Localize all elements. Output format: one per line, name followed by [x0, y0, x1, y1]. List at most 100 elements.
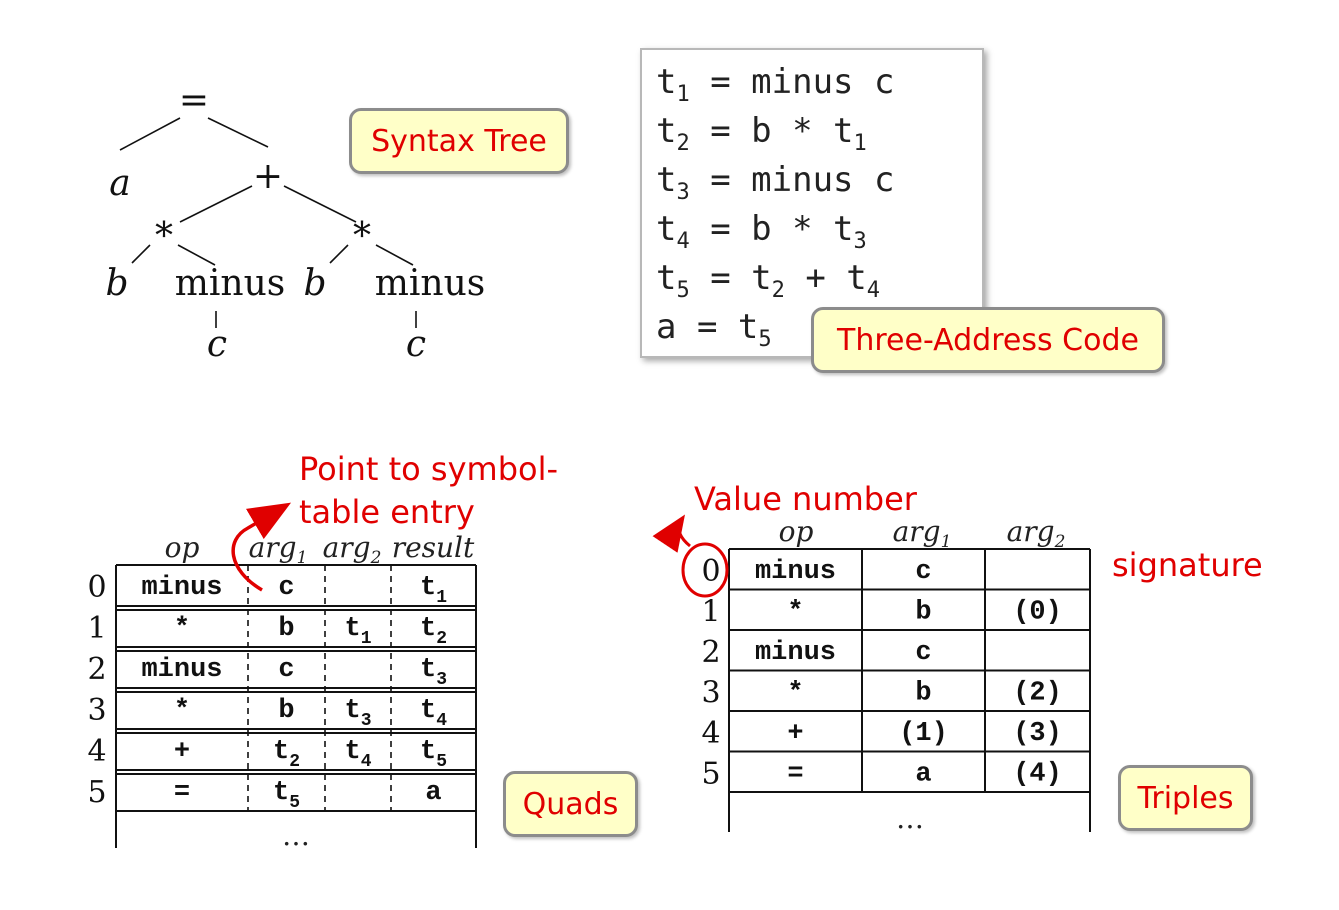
edge-star2-b	[329, 244, 349, 264]
quads-cell-result: t2	[420, 614, 447, 649]
tac-line: t4 = b * t3	[656, 209, 867, 254]
triples-header-op: op	[779, 515, 814, 548]
triples-cell-op: +	[787, 719, 803, 749]
tree-node-minus2: minus	[375, 263, 486, 304]
triples-grid	[728, 548, 1091, 832]
tree-leaf-c1: c	[207, 324, 227, 365]
symbol-table-arrow	[231, 502, 292, 592]
quads-cell-arg1: t2	[273, 737, 300, 772]
quads-cell-arg1: c	[278, 655, 294, 685]
quads-row-number: 2	[87, 652, 106, 687]
edge-star1-minus	[177, 244, 216, 266]
quads-header-op: op	[165, 531, 200, 564]
triples-header-arg1: arg1	[893, 515, 952, 552]
value-number-arrow	[652, 514, 691, 553]
quads-cell-result: a	[425, 778, 441, 808]
triples-row-number: 2	[701, 635, 720, 670]
syntax-tree-label: Syntax Tree	[349, 108, 569, 174]
quads-cell-op: =	[174, 778, 190, 808]
triples-cell-arg1: b	[915, 679, 931, 709]
quads-header-result: result	[392, 531, 475, 564]
quads-row-number: 5	[87, 775, 106, 810]
edge-plus-star1	[179, 185, 253, 223]
quads-row-number: 3	[87, 693, 106, 728]
quads-cell-result: t3	[420, 655, 447, 690]
triples-row-number: 5	[701, 757, 720, 792]
quads-cell-result: t1	[420, 573, 447, 608]
triples-row-number: 4	[701, 716, 720, 751]
quads-label: Quads	[503, 771, 638, 837]
triples-ellipsis: …	[896, 802, 924, 835]
quads-cell-op: *	[174, 696, 190, 726]
tac-line: t3 = minus c	[656, 160, 895, 205]
quads-cell-op: *	[174, 614, 190, 644]
quads-cell-op: +	[174, 737, 190, 767]
triples-cell-arg1: a	[915, 760, 931, 790]
tree-node-plus: +	[253, 156, 283, 197]
tac-line: t5 = t2 + t4	[656, 258, 881, 303]
value-number-note: Value number	[694, 480, 917, 518]
quads-cell-arg2: t3	[344, 696, 371, 731]
quads-row-number: 0	[87, 570, 106, 605]
triples-row-number: 0	[701, 554, 720, 589]
quads-header-arg1: arg1	[249, 531, 308, 568]
quads-cell-result: t5	[420, 737, 447, 772]
symbol-table-note-line1: Point to symbol-	[299, 450, 559, 488]
triples-cell-arg2: (0)	[1013, 598, 1062, 628]
quads-cell-arg2: t4	[344, 737, 371, 772]
symbol-table-note: Point to symbol- table entry	[299, 448, 558, 534]
triples-cell-op: minus	[755, 557, 836, 587]
quads-cell-op: minus	[141, 573, 222, 603]
tac-line: a = t5	[656, 307, 772, 352]
quads-cell-arg1: b	[278, 614, 294, 644]
quads-header-arg2: arg2	[323, 531, 382, 568]
triples-header-arg2: arg2	[1007, 515, 1066, 552]
triples-cell-arg1: b	[915, 598, 931, 628]
syntax-tree: = a + * * b minus b minus c c	[105, 80, 486, 365]
quads-cell-arg2: t1	[344, 614, 371, 649]
quads-grid	[115, 564, 477, 848]
triples-cell-arg1: (1)	[899, 719, 948, 749]
tree-leaf-c2: c	[406, 324, 426, 365]
symbol-table-note-line2: table entry	[299, 493, 475, 532]
tree-edges	[119, 117, 417, 328]
edge-eq-plus	[207, 117, 269, 148]
edge-star1-b	[131, 244, 151, 264]
triples-cells: 0 minus c 1 * b (0) 2 minus c 3 * b (2) 4 + (1) (3) 5 = a (4)	[701, 554, 1061, 792]
triples-cell-arg2: (2)	[1013, 679, 1062, 709]
tree-leaf-b1: b	[105, 263, 128, 304]
triples-cell-op: =	[787, 760, 803, 790]
tree-node-star2: *	[353, 216, 371, 257]
tree-node-star1: *	[155, 216, 173, 257]
tac-line: t2 = b * t1	[656, 111, 867, 156]
triples-cell-arg1: c	[915, 557, 931, 587]
triples-cell-arg1: c	[915, 638, 931, 668]
triples-row-number: 3	[701, 676, 720, 711]
quads-cell-arg1: b	[278, 696, 294, 726]
tac-line: t1 = minus c	[656, 62, 895, 107]
triples-cell-arg2: (4)	[1013, 760, 1062, 790]
triples-cell-op: *	[787, 679, 803, 709]
quads-cell-arg1: c	[278, 573, 294, 603]
tree-leaf-a: a	[109, 163, 130, 204]
edge-plus-star2	[283, 185, 357, 223]
value-number-circle	[681, 542, 729, 598]
triples-label: Triples	[1118, 765, 1253, 831]
edge-eq-a	[119, 117, 181, 151]
quads-ellipsis: …	[282, 819, 310, 852]
quads-row-number: 4	[87, 734, 106, 769]
triples-row-number: 1	[701, 595, 720, 630]
quads-cell-arg1: t5	[273, 778, 300, 813]
triples-cell-arg2: (3)	[1013, 719, 1062, 749]
triples-cell-op: minus	[755, 638, 836, 668]
quads-cell-result: t4	[420, 696, 447, 731]
triples-cell-op: *	[787, 598, 803, 628]
tree-leaf-b2: b	[303, 263, 326, 304]
signature-note: signature	[1112, 546, 1263, 584]
tree-node-minus1: minus	[175, 263, 286, 304]
quads-cell-op: minus	[141, 655, 222, 685]
edge-star2-minus	[375, 244, 414, 266]
tree-root-eq: =	[179, 80, 209, 121]
